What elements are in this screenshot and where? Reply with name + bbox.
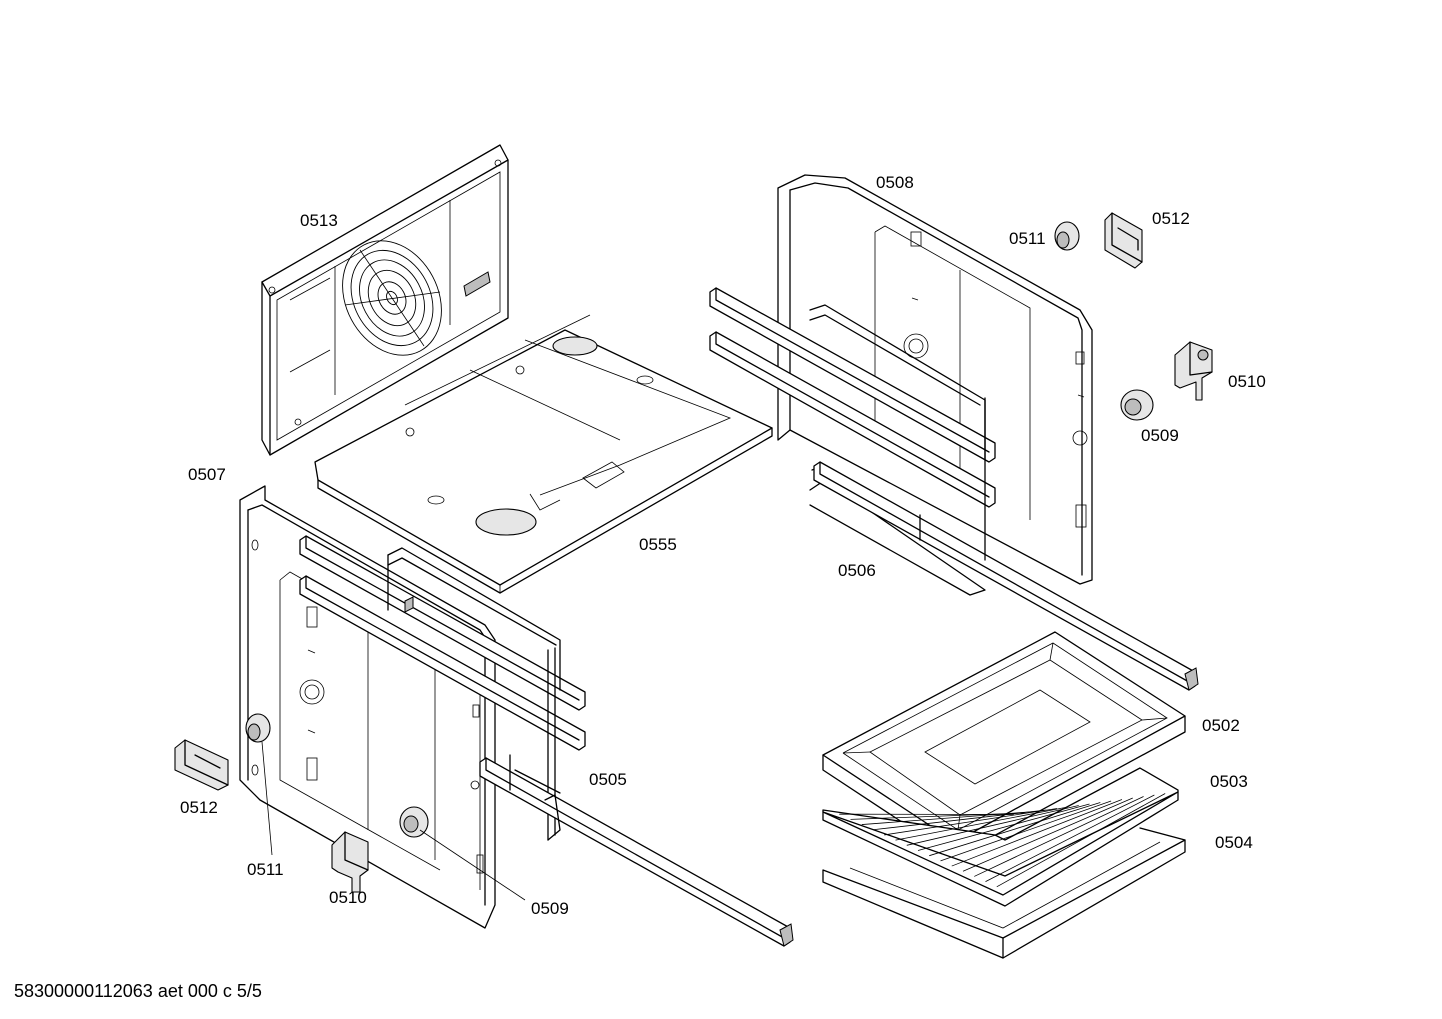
part-hinge-0510-right bbox=[1174, 341, 1213, 401]
part-enamel-pan bbox=[822, 631, 1186, 858]
rack-wire bbox=[929, 802, 1101, 857]
part-back-wall-fan-cover bbox=[261, 144, 509, 456]
part-right-rails bbox=[709, 287, 1199, 691]
callout-0510-left: 0510 bbox=[329, 888, 367, 907]
rack-wire bbox=[985, 794, 1155, 882]
rack-wire bbox=[906, 805, 1079, 846]
part-hinge-0510-left bbox=[331, 831, 369, 893]
leader-lines bbox=[261, 741, 526, 901]
callout-0511-left: 0511 bbox=[247, 860, 284, 879]
callout-labels: 0513 0508 0511 0512 0510 0509 0507 0555 … bbox=[180, 173, 1266, 918]
rack-wire bbox=[996, 793, 1166, 888]
callout-0502: 0502 bbox=[1202, 716, 1240, 735]
callout-0512-left: 0512 bbox=[180, 798, 218, 817]
callout-0510-right: 0510 bbox=[1228, 372, 1266, 391]
callout-0511-right: 0511 bbox=[1009, 229, 1046, 248]
rack-wire bbox=[951, 799, 1123, 867]
callout-0555: 0555 bbox=[639, 535, 677, 554]
part-clip-0511-left bbox=[245, 713, 271, 743]
callout-0513: 0513 bbox=[300, 211, 338, 230]
callout-0509-left: 0509 bbox=[531, 899, 569, 918]
part-lamp-0509-left bbox=[399, 806, 429, 838]
rack-wire bbox=[872, 809, 1047, 831]
part-clip-0511-right bbox=[1054, 221, 1080, 251]
callout-0506: 0506 bbox=[838, 561, 876, 580]
part-baking-tray bbox=[822, 827, 1186, 959]
part-bracket-0512-left bbox=[174, 739, 229, 791]
callout-0509-right: 0509 bbox=[1141, 426, 1179, 445]
rack-wire bbox=[884, 808, 1058, 836]
rack-wire bbox=[895, 806, 1068, 841]
callout-0505: 0505 bbox=[589, 770, 627, 789]
callout-0512-right: 0512 bbox=[1152, 209, 1190, 228]
callout-0503: 0503 bbox=[1210, 772, 1248, 791]
rack-wire bbox=[917, 803, 1090, 851]
part-left-rails bbox=[299, 535, 794, 947]
callout-0508: 0508 bbox=[876, 173, 914, 192]
callout-0507: 0507 bbox=[188, 465, 226, 484]
rack-wire bbox=[850, 812, 1025, 820]
part-lamp-0509-right bbox=[1120, 389, 1154, 421]
part-bracket-0512-right bbox=[1104, 212, 1143, 269]
drawing-reference-footer: 58300000112063 aet 000 c 5/5 bbox=[14, 981, 262, 1001]
rack-wire bbox=[861, 811, 1036, 825]
part-top-cover bbox=[314, 314, 773, 594]
part-wire-rack bbox=[822, 767, 1179, 907]
rack-wire bbox=[962, 797, 1133, 872]
rack-wire bbox=[940, 800, 1112, 862]
rack-wire bbox=[974, 796, 1144, 877]
callout-0504: 0504 bbox=[1215, 833, 1253, 852]
